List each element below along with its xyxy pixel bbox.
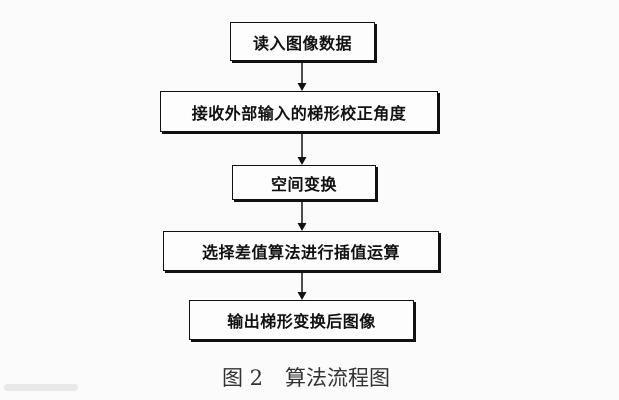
flowchart-step-receive-angle: 接收外部输入的梯形校正角度	[160, 91, 438, 132]
step-label: 接收外部输入的梯形校正角度	[191, 103, 407, 123]
step-label: 选择差值算法进行插值运算	[201, 243, 400, 262]
step-label: 空间变换	[270, 174, 337, 194]
arrow-4-to-5	[297, 272, 307, 300]
figure-number: 图 2	[222, 366, 264, 390]
flowchart-step-read-image: 读入图像数据	[230, 22, 375, 61]
figure-title: 算法流程图	[285, 366, 391, 390]
step-label: 读入图像数据	[252, 33, 352, 53]
flowchart-step-output-image: 输出梯形变换后图像	[189, 300, 414, 340]
arrow-3-to-4	[297, 201, 307, 231]
watermark	[4, 384, 78, 391]
arrow-1-to-2	[297, 62, 307, 91]
step-label: 输出梯形变换后图像	[227, 312, 376, 331]
flowchart-step-spatial-transform: 空间变换	[232, 165, 376, 200]
figure-caption: 图 2 算法流程图	[222, 362, 390, 392]
flowchart-step-interpolation: 选择差值算法进行插值运算	[163, 231, 439, 271]
arrow-2-to-3	[297, 133, 307, 165]
